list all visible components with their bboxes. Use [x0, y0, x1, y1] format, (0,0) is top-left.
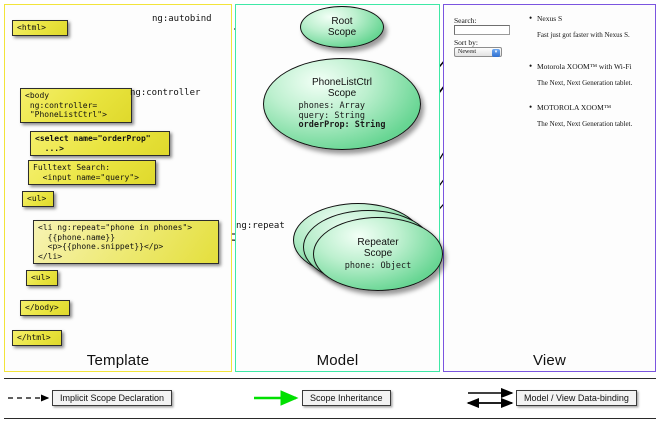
legend-label-model-view-data-binding: Model / View Data-binding — [516, 390, 637, 406]
sort-by-selected-value: Newest — [458, 49, 476, 55]
panel-view-title: View — [532, 352, 567, 369]
phone-snippet-1: The Next, Next Generation tablet. — [537, 79, 633, 87]
panel-model-title: Model — [316, 352, 359, 369]
phone-name-2[interactable]: MOTOROLA XOOM™ — [529, 102, 611, 112]
panel-template: Template — [4, 4, 232, 372]
scope-repeater-props: phone: Object — [344, 260, 412, 272]
code-box-ul-close: <ul> — [26, 270, 58, 286]
scope-phonelistctrl-title: PhoneListCtrl Scope — [311, 76, 373, 100]
code-box-ul-open: <ul> — [22, 191, 54, 207]
prop-phone: phone: Object — [344, 260, 412, 271]
scope-phonelistctrl-props: phones: Array query: String orderProp: S… — [298, 100, 386, 131]
edge-label-controller: ng:controller — [130, 88, 201, 98]
phone-name-0[interactable]: Nexus S — [529, 13, 562, 23]
scope-repeater-title: Repeater Scope — [357, 236, 399, 260]
code-box-body-open: <body ng:controller= "PhoneListCtrl"> — [20, 88, 132, 123]
legend-divider-bottom — [4, 418, 656, 419]
prop-orderprop: orderProp: String — [298, 120, 386, 131]
phone-snippet-2: The Next, Next Generation tablet. — [537, 120, 633, 128]
legend: Implicit Scope Declaration Scope Inherit… — [0, 378, 660, 421]
scope-repeater: Repeater Scope phone: Object — [313, 217, 443, 291]
edge-label-repeat: ng:repeat — [236, 221, 285, 231]
legend-label-implicit-scope-declaration: Implicit Scope Declaration — [52, 390, 173, 406]
sort-by-select[interactable]: Newest ▾ — [454, 47, 502, 57]
phone-name-1[interactable]: Motorola XOOM™ with Wi-Fi — [529, 61, 632, 71]
code-box-body-close: </body> — [20, 300, 70, 316]
view-search-label: Search: — [454, 16, 477, 25]
search-input[interactable] — [454, 25, 510, 35]
chevron-updown-icon: ▾ — [492, 49, 500, 57]
prop-query: query: String — [298, 110, 366, 121]
scope-phonelistctrl: PhoneListCtrl Scope phones: Array query:… — [263, 58, 421, 150]
code-box-fulltext-search: Fulltext Search: <input name="query"> — [28, 160, 156, 185]
edge-label-autobind: ng:autobind — [152, 14, 212, 24]
legend-arrows — [8, 387, 514, 409]
view-sort-label: Sort by: — [454, 38, 478, 47]
scope-root-title: Root Scope — [327, 15, 357, 39]
panel-template-title: Template — [86, 352, 150, 369]
code-box-li-repeat: <li ng:repeat="phone in phones"> {{phone… — [33, 220, 219, 264]
prop-phones: phones: Array — [298, 100, 366, 111]
phone-snippet-0: Fast just got faster with Nexus S. — [537, 31, 630, 39]
scope-root: Root Scope — [300, 6, 384, 48]
code-box-select: <select name="orderProp" ...> — [30, 131, 170, 156]
code-box-html-close: </html> — [12, 330, 62, 346]
legend-divider-top — [4, 378, 656, 379]
panel-view: View — [443, 4, 656, 372]
legend-label-scope-inheritance: Scope Inheritance — [302, 390, 391, 406]
code-box-html-open: <html> — [12, 20, 68, 36]
